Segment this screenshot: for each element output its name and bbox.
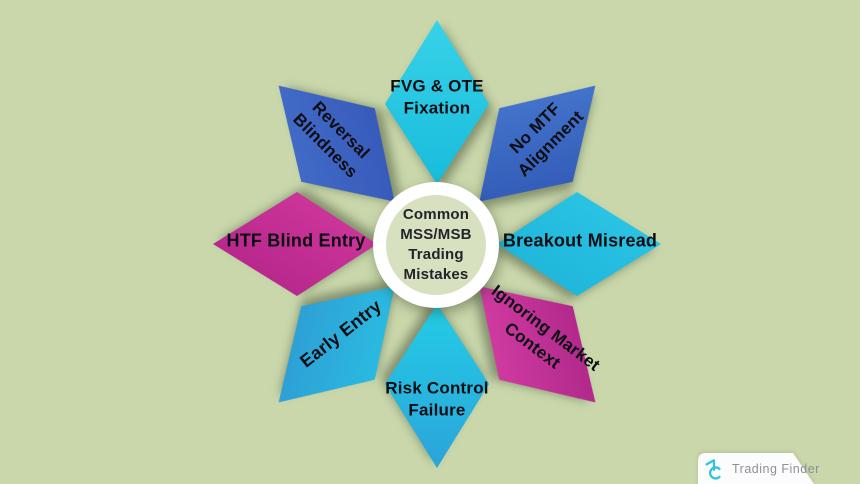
petal-shape-reversal-blindness (278, 85, 395, 202)
petal-shape-no-mtf-alignment (479, 85, 596, 202)
petal-label-fvg-ote-fixation: FVG & OTE Fixation (390, 76, 484, 117)
tradingfinder-logo-icon (705, 458, 721, 480)
petal-label-risk-control-failure: Risk Control Failure (385, 378, 489, 419)
petal-label-breakout-misread: Breakout Misread (502, 230, 658, 251)
petal-shape-ignoring-market-context (479, 286, 596, 403)
tradingfinder-watermark: Trading Finder (702, 453, 820, 484)
petal-label-htf-blind-entry: HTF Blind Entry (226, 230, 366, 251)
watermark-plate (698, 453, 814, 484)
petal-shape-early-entry (278, 286, 395, 403)
center-title: Common MSS/MSB Trading Mistakes (400, 206, 472, 283)
petal-shape-breakout-misread (497, 192, 661, 296)
center-hub-fill (386, 195, 486, 295)
petal-shape-htf-blind-entry (213, 192, 377, 296)
petal-shape-risk-control-failure (385, 304, 489, 468)
petal-shape-fvg-ote-fixation (385, 20, 489, 184)
watermark-label: Trading Finder (732, 461, 820, 476)
